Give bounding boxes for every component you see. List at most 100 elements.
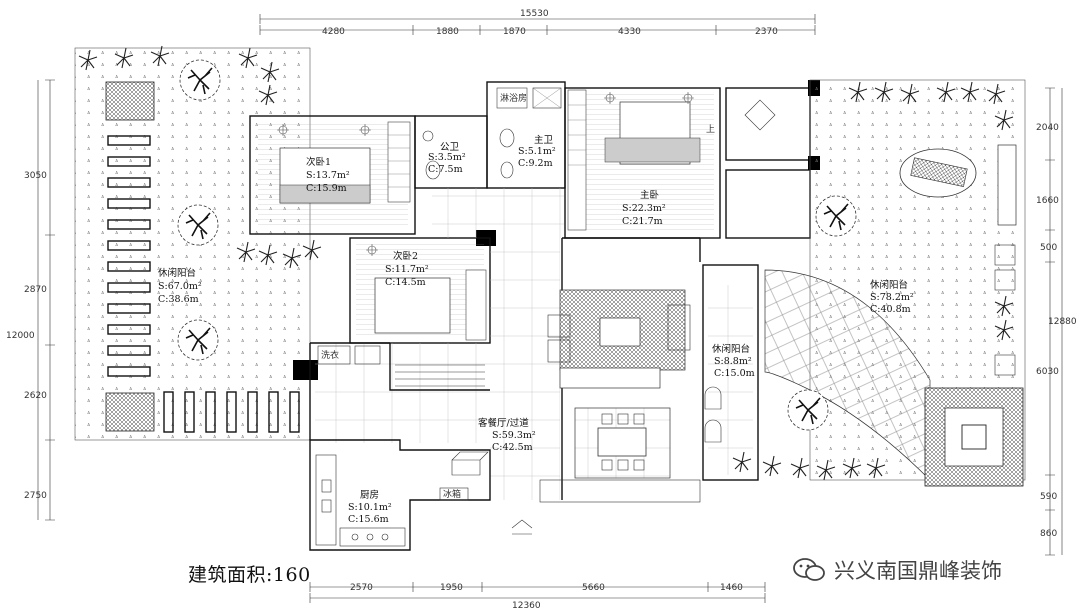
stepping-stones	[107, 135, 151, 377]
dim-right-5: 590	[1040, 492, 1057, 502]
tree-icon	[177, 204, 219, 246]
left-terrace: 休闲阳台 S:67.0m² C:38.6m	[74, 45, 322, 441]
planter-box-top	[105, 81, 155, 121]
room-living-dining: 洗衣 客餐厅/过道 S:59.3m² C:42.5m	[309, 188, 701, 535]
tree-icon	[179, 59, 221, 101]
dim-top-1: 4280	[322, 27, 345, 37]
small-balcony-area: S:8.8m²	[714, 356, 752, 367]
stove	[339, 527, 406, 547]
room-small-balcony: 休闲阳台 S:8.8m² C:15.0m	[702, 264, 759, 481]
entrance-arrow-icon	[511, 519, 533, 535]
room-master-bedroom: 主卧 S:22.3m² C:21.7m 上	[564, 87, 811, 239]
living-area: S:59.3m²	[492, 430, 536, 441]
wardrobe	[387, 121, 411, 203]
wardrobe	[465, 269, 487, 341]
dim-bottom-2: 1950	[440, 583, 463, 593]
master-bath-name: 主卫	[534, 134, 554, 146]
toilet-icon	[425, 160, 441, 180]
room-public-bath: 公卫 S:3.5m² C:7.5m	[414, 115, 488, 189]
dim-right-1: 2040	[1036, 123, 1059, 133]
small-balcony-name: 休闲阳台	[712, 343, 750, 355]
vertical-stepping-stones	[163, 391, 300, 433]
kitchen-name: 厨房	[360, 489, 379, 501]
dim-top-5: 2370	[755, 27, 778, 37]
bedroom2-perimeter: C:15.9m	[306, 183, 347, 194]
dim-bottom-1: 2570	[350, 583, 373, 593]
dim-top-2: 1880	[436, 27, 459, 37]
room-master-bath: 淋浴房 主卫 S:5.1m² C:9.2m	[486, 81, 566, 189]
left-balcony-area: S:67.0m²	[158, 281, 202, 292]
dim-left-4: 2750	[24, 491, 47, 501]
public-bath-name: 公卫	[440, 142, 460, 153]
watermark-text: 兴义南国鼎峰装饰	[834, 559, 1002, 583]
tree-icon	[177, 319, 219, 361]
fridge-label: 冰箱	[443, 488, 461, 500]
bedroom3-name: 次卧2	[393, 250, 418, 262]
bedroom3-area: S:11.7m²	[385, 264, 429, 275]
public-bath-perimeter: C:7.5m	[428, 164, 463, 175]
dim-left-1: 3050	[24, 171, 47, 181]
dining-table	[597, 427, 647, 457]
dim-right-3: 500	[1040, 243, 1057, 253]
coffee-table	[599, 317, 641, 347]
planter-box-bottom	[105, 392, 155, 432]
dim-top-4: 4330	[618, 27, 641, 37]
left-balcony-perimeter: C:38.6m	[158, 294, 199, 305]
bottom-dimensions: 2570 1950 5660 1460 12360	[309, 582, 766, 611]
top-dimensions: 15530 4280 1880 1870 4330 2370	[259, 9, 816, 37]
dim-right-6: 860	[1040, 529, 1057, 539]
bench	[997, 144, 1017, 226]
dim-right-total: 12880	[1048, 317, 1077, 327]
master-bed-perimeter: C:21.7m	[622, 216, 663, 227]
master-bath-area: S:5.1m²	[518, 146, 556, 157]
master-bed-area: S:22.3m²	[622, 203, 666, 214]
master-bath-perimeter: C:9.2m	[518, 158, 553, 169]
plant-icon	[790, 457, 810, 479]
paved-path	[764, 269, 931, 481]
dim-right-4: 6030	[1036, 367, 1059, 377]
plant-icon	[762, 455, 782, 477]
right-terrace: 休闲阳台 S:78.2m² C:40.8m	[762, 79, 1026, 487]
dim-top-total: 15530	[520, 9, 549, 19]
dim-right-2: 1660	[1036, 196, 1059, 206]
dim-bottom-3: 5660	[582, 583, 605, 593]
toilet-icon	[499, 128, 515, 148]
building-area-label: 建筑面积:160	[188, 564, 311, 586]
dim-left-2: 2870	[24, 285, 47, 295]
dim-bottom-total: 12360	[512, 601, 541, 611]
living-name: 客餐厅/过道	[478, 417, 529, 429]
right-balcony-area: S:78.2m²	[870, 292, 914, 303]
dim-left-3: 2620	[24, 391, 47, 401]
bed	[374, 277, 451, 334]
left-dimensions: 3050 2870 2620 2750 12000	[6, 79, 55, 521]
dim-top-3: 1870	[503, 27, 526, 37]
sofa	[559, 367, 661, 389]
tree-icon	[787, 389, 829, 431]
dim-left-total: 12000	[6, 331, 35, 341]
right-balcony-perimeter: C:40.8m	[870, 304, 911, 315]
kitchen-perimeter: C:15.6m	[348, 514, 389, 525]
kitchen-area: S:10.1m²	[348, 502, 392, 513]
public-bath-area: S:3.5m²	[428, 152, 466, 163]
left-balcony-name: 休闲阳台	[158, 267, 196, 279]
shower-label: 淋浴房	[500, 92, 527, 104]
room-bedroom-3: 次卧2 S:11.7m² C:14.5m	[349, 237, 491, 344]
up-mark: 上	[706, 124, 715, 135]
room-kitchen: 冰箱 厨房 S:10.1m² C:15.6m	[309, 439, 491, 551]
wash-label: 洗衣	[321, 349, 339, 361]
watermark: 兴义南国鼎峰装饰	[792, 555, 1002, 585]
wechat-icon	[793, 558, 825, 581]
bedroom2-name: 次卧1	[306, 156, 331, 168]
master-bed-name: 主卧	[640, 189, 660, 201]
tree-icon	[815, 195, 857, 237]
bedroom2-area: S:13.7m²	[306, 170, 350, 181]
living-perimeter: C:42.5m	[492, 442, 533, 453]
small-balcony-perimeter: C:15.0m	[714, 368, 755, 379]
dim-bottom-4: 1460	[720, 583, 743, 593]
right-balcony-name: 休闲阳台	[870, 279, 908, 291]
wardrobe	[567, 89, 587, 231]
room-bedroom-2: 次卧1 S:13.7m² C:15.9m	[249, 115, 416, 235]
bedroom3-perimeter: C:14.5m	[385, 277, 426, 288]
right-dimensions: 2040 1660 500 6030 590 860 12880	[1036, 87, 1077, 556]
